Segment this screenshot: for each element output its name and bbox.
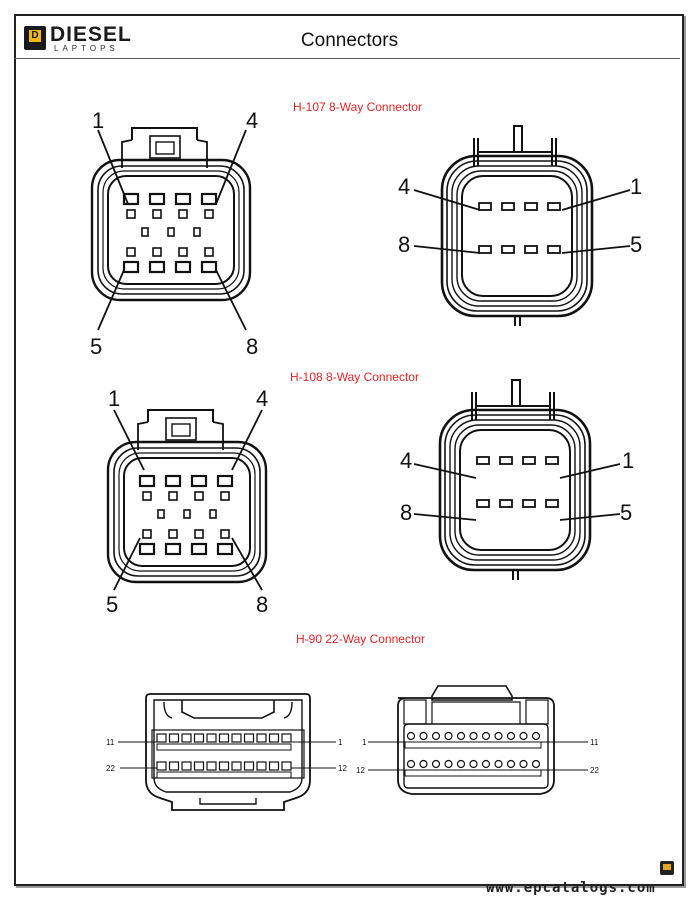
- pin-label: 11: [590, 738, 599, 747]
- pin-label: 8: [256, 592, 268, 617]
- logo-mark-letter: D: [29, 30, 41, 42]
- connector-caption-h107: H-107 8-Way Connector: [293, 100, 422, 114]
- pin-label: 1: [622, 448, 634, 473]
- h90-face-view: [118, 693, 336, 811]
- pin-label: 5: [106, 592, 118, 617]
- pin-label: 4: [256, 386, 268, 411]
- logo-mark-icon: D: [24, 26, 46, 50]
- pin-label: 1: [630, 174, 642, 199]
- pin-label: 1: [362, 738, 367, 747]
- pin-label: 12: [338, 764, 347, 773]
- pin-label: 5: [620, 500, 632, 525]
- pin-label: 22: [590, 766, 599, 775]
- diesel-laptops-logo-icon: [660, 861, 674, 875]
- pin-label: 4: [400, 448, 412, 473]
- pin-label: 1: [338, 738, 343, 747]
- h107-rear-view: [413, 124, 631, 328]
- pin-label: 8: [246, 334, 258, 359]
- h90-rear-view: [368, 685, 588, 795]
- h108-rear-view: [413, 378, 621, 582]
- logo-subtext: LAPTOPS: [54, 44, 119, 53]
- logo-text: DIESEL: [50, 23, 132, 46]
- pin-label: 8: [400, 500, 412, 525]
- connector-caption-h108: H-108 8-Way Connector: [290, 370, 419, 384]
- pin-label: 1: [108, 386, 120, 411]
- pin-label: 4: [398, 174, 410, 199]
- diesel-laptops-logo: D DIESEL LAPTOPS: [24, 23, 134, 54]
- pin-label: 1: [92, 108, 104, 133]
- pin-label: 5: [90, 334, 102, 359]
- connector-caption-h90: H-90 22-Way Connector: [296, 632, 425, 646]
- page-title: Connectors: [300, 30, 399, 51]
- pin-label: 12: [356, 766, 365, 775]
- header-divider: [14, 58, 680, 59]
- h108-face-view: [106, 408, 268, 591]
- pin-label: 8: [398, 232, 410, 257]
- pin-label: 22: [106, 764, 115, 773]
- pin-label: 5: [630, 232, 642, 257]
- pin-label: 11: [106, 738, 115, 747]
- pin-label: 4: [246, 108, 258, 133]
- h107-face-view: [90, 126, 252, 331]
- watermark-text: www.epcatalogs.com: [486, 880, 656, 896]
